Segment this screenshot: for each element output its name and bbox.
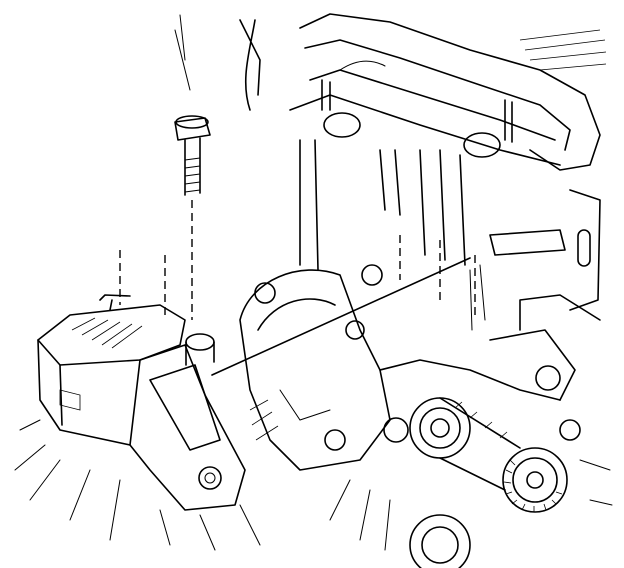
belt-tensioner-icon: [502, 447, 568, 513]
front-cover-housing: [239, 264, 409, 471]
upper-manifold-pipe: [174, 13, 607, 171]
engine-mount-bracket: [14, 294, 261, 551]
accessory-drive: [329, 294, 613, 568]
engine-block-ribs: [299, 139, 601, 331]
alignment-lines: [119, 235, 476, 376]
mount-bolt: [174, 115, 211, 320]
pulley-icon: [409, 397, 471, 459]
